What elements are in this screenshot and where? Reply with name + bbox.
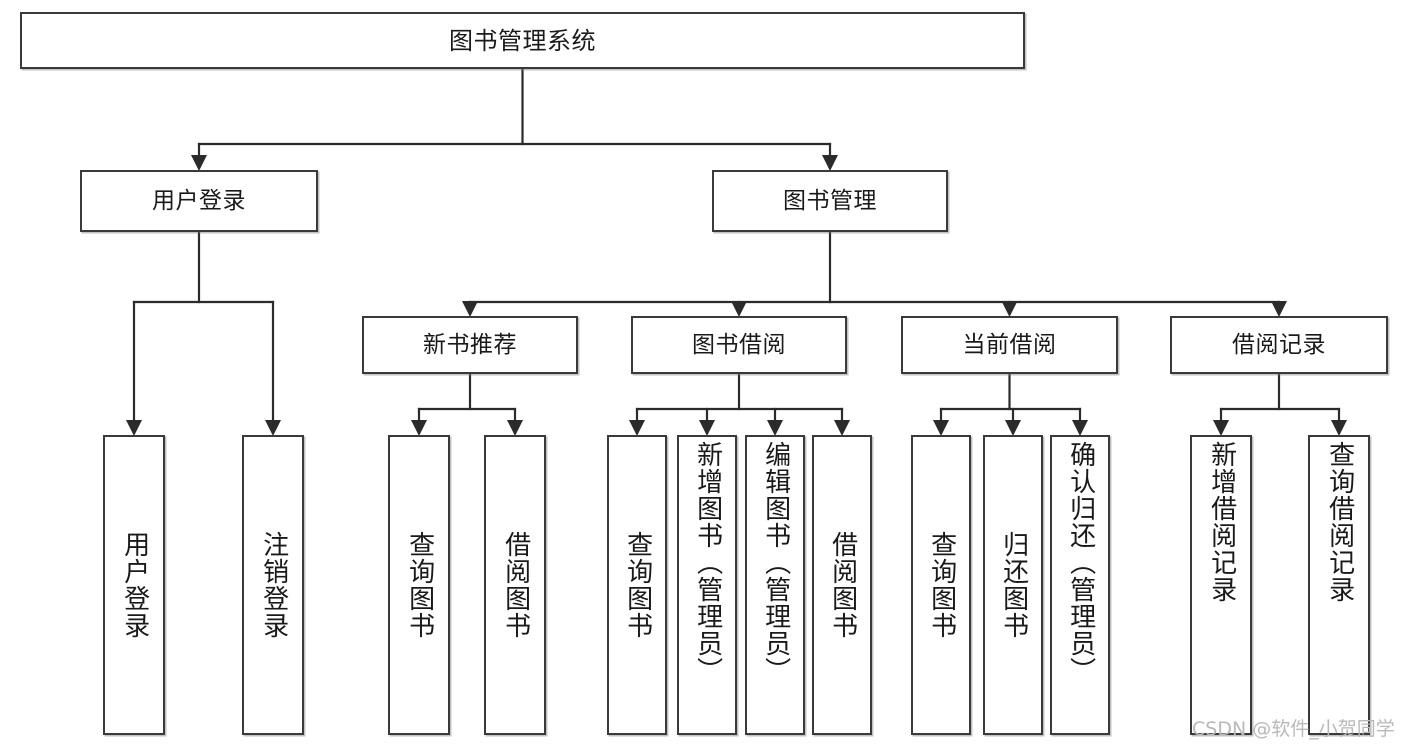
node-label: 注销登录	[258, 531, 289, 639]
node-label: 查询图书	[404, 531, 435, 639]
node-book-borrow: 图书借阅	[631, 316, 847, 374]
node-label: 图书管理	[783, 187, 877, 214]
node-user-login: 用户登录	[80, 170, 318, 232]
node-leaf-logout-login: 注销登录	[242, 435, 304, 735]
node-root: 图书管理系统	[20, 12, 1025, 69]
node-leaf-borrow-book-1: 借阅图书	[484, 435, 546, 735]
node-label: 图书管理系统	[449, 26, 596, 55]
node-leaf-query-book-2: 查询图书	[607, 435, 667, 735]
node-label: 新增图书（管理员）	[692, 441, 723, 684]
watermark: CSDN @软件_小贺同学	[1192, 718, 1395, 740]
node-leaf-return-book: 归还图书	[983, 435, 1043, 735]
node-label: 查询借阅记录	[1324, 441, 1355, 603]
node-leaf-query-book-1: 查询图书	[388, 435, 450, 735]
node-label: 当前借阅	[962, 331, 1057, 358]
node-leaf-borrow-book-2: 借阅图书	[812, 435, 872, 735]
node-label: 编辑图书（管理员）	[760, 441, 791, 684]
node-leaf-query-book-3: 查询图书	[911, 435, 971, 735]
node-new-book-rec: 新书推荐	[362, 316, 578, 374]
node-borrow-record: 借阅记录	[1170, 316, 1388, 374]
node-book-mgmt: 图书管理	[712, 170, 948, 232]
node-label: 借阅图书	[500, 531, 531, 639]
node-label: 归还图书	[998, 531, 1029, 639]
node-label: 借阅记录	[1232, 331, 1326, 358]
node-label: 新增借阅记录	[1206, 441, 1237, 603]
node-label: 查询图书	[926, 531, 957, 639]
node-leaf-confirm-return: 确认归还（管理员）	[1050, 435, 1110, 735]
node-label: 查询图书	[622, 531, 653, 639]
node-leaf-user-login: 用户登录	[103, 435, 165, 735]
node-label: 图书借阅	[692, 331, 786, 358]
node-leaf-query-record: 查询借阅记录	[1308, 435, 1370, 735]
node-leaf-add-record: 新增借阅记录	[1190, 435, 1252, 735]
node-current-borrow: 当前借阅	[901, 316, 1118, 374]
node-label: 用户登录	[152, 187, 246, 214]
node-label: 借阅图书	[827, 531, 858, 639]
node-leaf-edit-book: 编辑图书（管理员）	[745, 435, 805, 735]
node-label: 用户登录	[119, 531, 150, 639]
node-leaf-add-book: 新增图书（管理员）	[677, 435, 737, 735]
node-label: 确认归还（管理员）	[1065, 441, 1096, 684]
node-label: 新书推荐	[423, 331, 517, 358]
